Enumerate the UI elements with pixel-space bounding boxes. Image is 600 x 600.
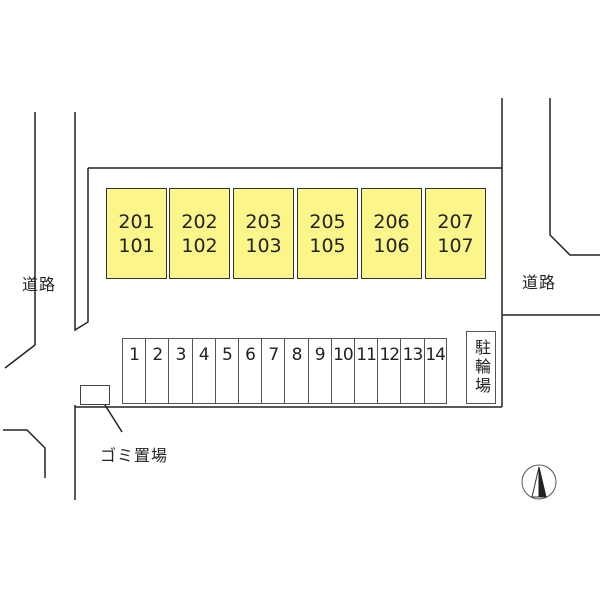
unit-lower-number: 101 xyxy=(118,234,155,257)
parking-slot-1: 1 xyxy=(122,338,146,404)
unit-upper-number: 201 xyxy=(118,210,155,233)
parking-slot-9: 9 xyxy=(307,338,331,404)
road-label-left: 道路 xyxy=(22,275,57,294)
unit-lower-number: 107 xyxy=(437,234,474,257)
left-road-edge-lower xyxy=(3,429,46,478)
unit-upper-number: 202 xyxy=(181,210,218,233)
parking-slot-13: 13 xyxy=(400,338,424,404)
parking-slot-10: 10 xyxy=(330,338,354,404)
right-road-edge-upper xyxy=(549,98,600,256)
road-label-right: 道路 xyxy=(522,273,557,292)
unit-lower-number: 103 xyxy=(245,234,282,257)
trash-area-label: ゴミ置場 xyxy=(100,446,169,465)
unit-202-102: 202 102 xyxy=(169,188,230,279)
unit-lower-number: 102 xyxy=(181,234,218,257)
parking-slot-6: 6 xyxy=(238,338,262,404)
trash-area-box xyxy=(80,385,110,405)
unit-203-103: 203 103 xyxy=(233,188,294,279)
unit-upper-number: 206 xyxy=(373,210,410,233)
unit-205-105: 205 105 xyxy=(297,188,358,279)
parking-slot-12: 12 xyxy=(377,338,401,404)
unit-upper-number: 203 xyxy=(245,210,282,233)
left-road-edge-upper xyxy=(4,112,36,369)
parking-slot-14: 14 xyxy=(423,338,447,404)
unit-lower-number: 105 xyxy=(309,234,346,257)
parking-slot-8: 8 xyxy=(284,338,308,404)
unit-upper-number: 205 xyxy=(309,210,346,233)
north-arrow-icon xyxy=(521,464,557,500)
unit-upper-number: 207 xyxy=(437,210,474,233)
parking-slot-5: 5 xyxy=(214,338,238,404)
parking-slot-11: 11 xyxy=(354,338,378,404)
parking-slot-4: 4 xyxy=(191,338,215,404)
parking-slot-2: 2 xyxy=(145,338,169,404)
unit-207-107: 207 107 xyxy=(425,188,486,279)
parking-slot-3: 3 xyxy=(168,338,192,404)
unit-201-101: 201 101 xyxy=(106,188,167,279)
bicycle-parking: 駐輪場 xyxy=(466,331,496,404)
unit-206-106: 206 106 xyxy=(361,188,422,279)
parking-slot-7: 7 xyxy=(261,338,285,404)
left-road-edge-inner xyxy=(74,112,89,332)
unit-lower-number: 106 xyxy=(373,234,410,257)
